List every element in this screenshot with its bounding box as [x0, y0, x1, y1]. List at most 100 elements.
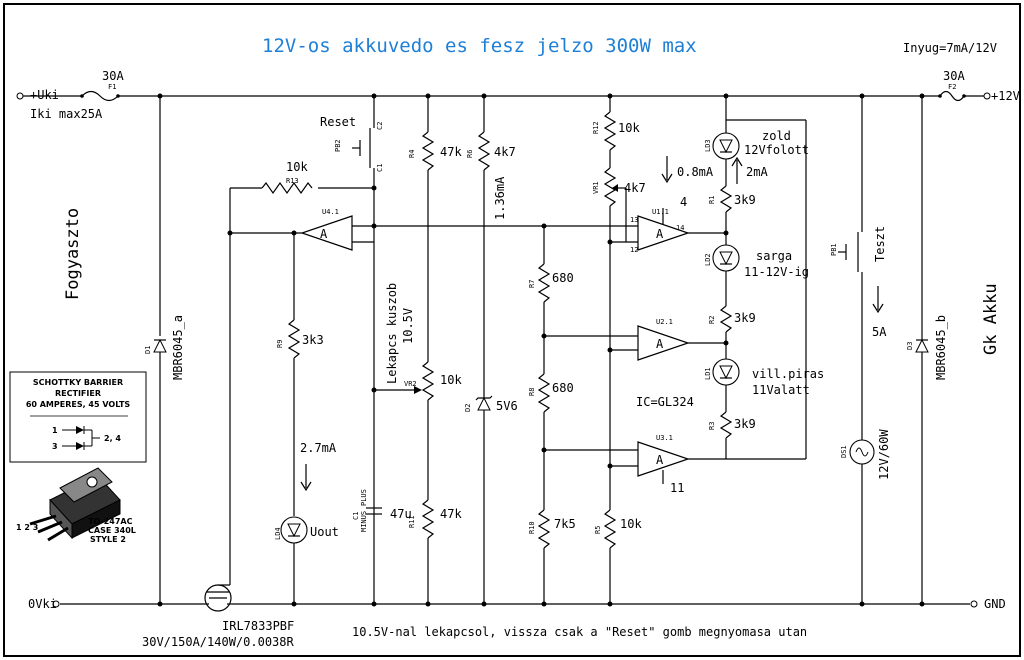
- svg-text:STYLE 2: STYLE 2: [90, 535, 126, 544]
- resistor-r2: 3k9 R2: [708, 305, 756, 356]
- led-ld2: sarga 11-12V-ig LD2: [704, 242, 809, 306]
- current-arrow-5a: 5A: [872, 286, 887, 339]
- svg-text:Lekapcs kuszob: Lekapcs kuszob: [385, 283, 399, 384]
- svg-text:U3.1: U3.1: [656, 434, 673, 442]
- svg-text:LD4: LD4: [274, 527, 282, 540]
- opamp-u21: A U2.1: [637, 318, 726, 361]
- potentiometer-vr1: 4k7 VR1: [592, 167, 646, 510]
- resistor-r8: 680 R8: [528, 373, 574, 510]
- svg-text:D3: D3: [906, 342, 914, 350]
- current-arrow-08ma: 0.8mA: [661, 156, 714, 184]
- terminal-gnd: [970, 600, 978, 608]
- resistor-r12: 10k R12: [592, 93, 640, 168]
- svg-text:680: 680: [552, 381, 574, 395]
- ic-note: IC=GL324: [636, 395, 694, 409]
- svg-text:47k: 47k: [440, 507, 462, 521]
- led-ld1: vill.piras 11Valatt LD1: [704, 356, 824, 412]
- svg-text:A: A: [656, 227, 664, 241]
- svg-text:3k9: 3k9: [734, 311, 756, 325]
- svg-text:U4.1: U4.1: [322, 208, 339, 216]
- svg-text:13: 13: [630, 216, 638, 224]
- svg-text:Reset: Reset: [320, 115, 356, 129]
- resistor-r9: 3k3 R9: [276, 319, 324, 516]
- svg-text:5V6: 5V6: [496, 399, 518, 413]
- svg-text:LD1: LD1: [704, 367, 712, 380]
- svg-text:3k9: 3k9: [734, 417, 756, 431]
- svg-text:R9: R9: [276, 340, 284, 348]
- gk-akku-label: Gk Akku: [981, 283, 1001, 355]
- svg-text:10k: 10k: [440, 373, 462, 387]
- svg-text:VR1: VR1: [592, 181, 600, 194]
- svg-text:R12: R12: [592, 121, 600, 134]
- svg-text:R10: R10: [528, 521, 536, 534]
- reset-button: Reset PB2 C2 C1: [320, 93, 384, 607]
- svg-text:2, 4: 2, 4: [104, 434, 121, 443]
- svg-text:10k: 10k: [620, 517, 642, 531]
- zener-d2: 5V6 D2: [464, 395, 518, 607]
- svg-text:PB2: PB2: [334, 139, 342, 152]
- resistor-r10: 7k5 R10: [528, 509, 576, 607]
- svg-text:10k: 10k: [618, 121, 640, 135]
- terminal-0vki: [52, 600, 60, 608]
- svg-text:Teszt: Teszt: [873, 226, 887, 262]
- capacitor-c1: 47u C1 PLUS MINUS: [352, 489, 412, 532]
- svg-text:4: 4: [680, 195, 687, 209]
- svg-text:IRL7833PBF: IRL7833PBF: [222, 619, 294, 633]
- resistor-r1: 3k9 R1: [708, 185, 756, 242]
- svg-text:LD3: LD3: [704, 139, 712, 152]
- svg-text:1 2 3: 1 2 3: [16, 523, 38, 532]
- svg-text:60 AMPERES, 45 VOLTS: 60 AMPERES, 45 VOLTS: [26, 400, 131, 409]
- test-button: Teszt PB1: [830, 93, 887, 440]
- svg-text:680: 680: [552, 271, 574, 285]
- label-uki: +Uki: [30, 88, 59, 102]
- terminal-uki-top: [16, 92, 24, 100]
- svg-text:30A: 30A: [102, 69, 124, 83]
- svg-text:MINUS: MINUS: [360, 511, 368, 532]
- fuse-f1: 30A F1: [80, 69, 124, 102]
- svg-text:A: A: [656, 453, 664, 467]
- potentiometer-vr2: 10k VR2 Lekapcs kuszob 10.5V: [374, 283, 462, 500]
- svg-text:F1: F1: [108, 83, 116, 91]
- sheet-border: [3, 3, 1021, 657]
- svg-text:R11: R11: [408, 515, 416, 528]
- svg-text:C1: C1: [352, 512, 360, 520]
- schottky-info-box: SCHOTTKY BARRIER RECTIFIER 60 AMPERES, 4…: [9, 371, 147, 463]
- opamp-u31: A U3.1 11: [637, 434, 726, 495]
- svg-text:1: 1: [52, 426, 58, 435]
- led-ld3: zold 12Vfolott LD3: [704, 120, 809, 186]
- svg-text:U2.1: U2.1: [656, 318, 673, 326]
- svg-text:7k5: 7k5: [554, 517, 576, 531]
- lamp-ds1: 12V/60W DS1: [840, 429, 891, 607]
- svg-text:R4: R4: [408, 150, 416, 158]
- svg-text:4k7: 4k7: [494, 145, 516, 159]
- resistor-r5: 10k R5: [594, 509, 642, 607]
- svg-text:PB1: PB1: [830, 243, 838, 256]
- svg-text:DS1: DS1: [840, 445, 848, 458]
- svg-text:3k9: 3k9: [734, 193, 756, 207]
- svg-text:2mA: 2mA: [746, 165, 768, 179]
- svg-text:3: 3: [52, 442, 58, 451]
- svg-text:R1: R1: [708, 196, 716, 204]
- resistor-r11: 47k R11: [408, 499, 462, 607]
- svg-text:30V/150A/140W/0.0038R: 30V/150A/140W/0.0038R: [142, 635, 294, 649]
- diode-d1: D1 MBR6045_a: [144, 93, 185, 607]
- current-arrow-2ma: 2mA: [731, 156, 768, 184]
- svg-text:A: A: [656, 337, 664, 351]
- svg-text:11-12V-ig: 11-12V-ig: [744, 265, 809, 279]
- resistor-r3: 3k9 R3: [708, 411, 756, 459]
- current-arrow-27ma: 2.7mA: [300, 441, 337, 492]
- svg-text:PLUS: PLUS: [360, 489, 368, 506]
- svg-text:1.36mA: 1.36mA: [493, 176, 507, 220]
- svg-text:12V/60W: 12V/60W: [877, 429, 891, 480]
- resistor-r4: 47k R4: [408, 93, 462, 362]
- terminal-12v: [983, 92, 991, 100]
- resistor-r6: 4k7 R6 1.36mA: [466, 93, 516, 398]
- svg-text:CASE 340L: CASE 340L: [88, 526, 136, 535]
- to247-package-picture: 1 2 3 TO-247AC CASE 340L STYLE 2: [16, 467, 136, 544]
- label-gnd: GND: [984, 597, 1006, 611]
- svg-text:R5: R5: [594, 526, 602, 534]
- diode-d3: D3 MBR6045_b: [906, 93, 948, 607]
- svg-text:12: 12: [630, 246, 638, 254]
- svg-text:SCHOTTKY BARRIER: SCHOTTKY BARRIER: [33, 378, 123, 387]
